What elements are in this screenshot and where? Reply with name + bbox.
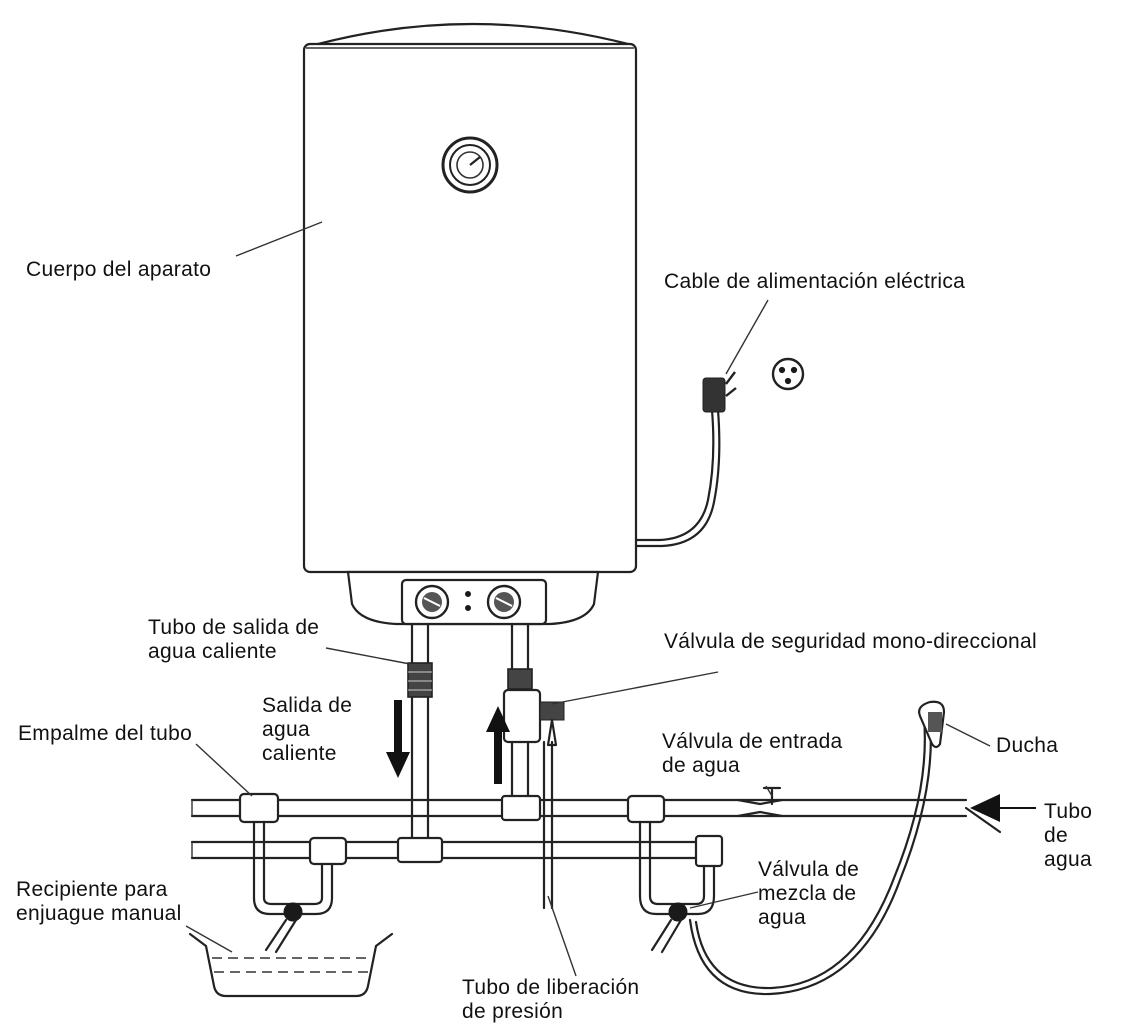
power-cable — [634, 371, 737, 548]
left-tee-fitting — [238, 792, 348, 954]
down-arrow-icon — [386, 700, 410, 778]
label-tubo-agua: Tubo de agua — [1044, 800, 1093, 871]
label-cuerpo: Cuerpo del aparato — [26, 258, 212, 281]
hot-water-line — [190, 834, 724, 868]
right-mixing-valve — [626, 794, 716, 954]
label-salida-agua: Salida de agua caliente — [262, 694, 353, 765]
pressure-relief-tube — [542, 740, 554, 910]
rinse-container — [188, 932, 394, 998]
leader-lines — [185, 221, 991, 977]
wall-socket-icon — [771, 357, 805, 391]
cold-inlet-dial-icon — [486, 584, 522, 620]
inflow-arrow-icon — [970, 794, 1036, 822]
cold-water-main — [190, 786, 1002, 834]
hot-outlet-pipe — [407, 622, 433, 848]
up-arrow-icon — [486, 706, 510, 784]
shower-hose — [688, 716, 932, 996]
label-tubo-salida: Tubo de salida de agua caliente — [148, 616, 320, 663]
label-empalme: Empalme del tubo — [18, 722, 193, 745]
label-ducha: Ducha — [996, 734, 1059, 757]
heater-tank — [302, 22, 638, 574]
shower-head-icon — [918, 700, 946, 749]
label-cable: Cable de alimentación eléctrica — [664, 270, 966, 293]
label-valvula-entrada: Válvula de entrada de agua — [662, 730, 843, 777]
label-valvula-seguridad: Válvula de seguridad mono-direccional — [664, 630, 1037, 653]
hot-outlet-dial-icon — [414, 584, 450, 620]
label-valvula-mezcla: Válvula de mezcla de agua — [758, 858, 860, 929]
thermometer-gauge-icon — [441, 136, 499, 194]
label-recipiente: Recipiente para enjuague manual — [16, 878, 182, 925]
control-housing — [346, 570, 600, 626]
label-tubo-liberacion: Tubo de liberación de presión — [462, 976, 640, 1023]
cold-inlet-pipe — [502, 622, 565, 802]
